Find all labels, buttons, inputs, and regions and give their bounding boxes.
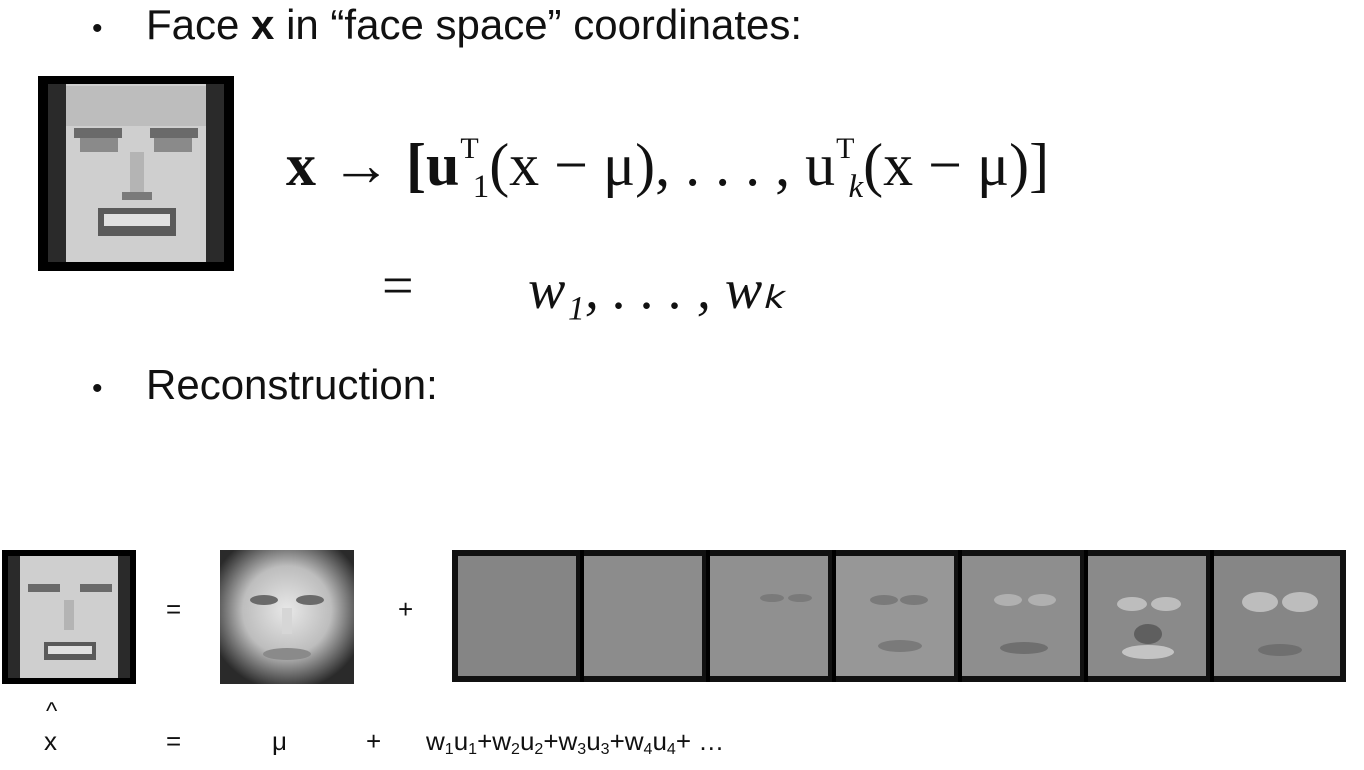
formula-arrow: → (331, 132, 391, 198)
sum-u2: u (519, 726, 535, 756)
hat-symbol: ^ (46, 700, 57, 724)
eigenfaces-icon (452, 550, 1346, 682)
sum-w2: w (492, 726, 512, 756)
bullet-dot-1: • (92, 12, 103, 45)
sum-plus-1: + (477, 726, 493, 756)
sum-w1: w (426, 726, 445, 756)
sum-u3-sub: 3 (600, 741, 610, 758)
formula-x: x (286, 132, 316, 198)
image-equals-sign: = (166, 594, 182, 624)
bottom-mu-char: μ (272, 726, 287, 756)
bullet-2-text: Reconstruction: (146, 364, 438, 406)
sum-u2-sub: 2 (534, 741, 544, 758)
bullet-1-suffix: in “face space” coordinates: (286, 1, 803, 48)
formula-rhs-text: w₁, . . . , wₖ (528, 259, 787, 321)
bottom-x-char: x (44, 726, 57, 756)
formula-mid-2: (x − μ)] (863, 132, 1050, 198)
sum-w4: w (624, 726, 644, 756)
bottom-x: x (44, 728, 57, 754)
formula-eq-sign: = (382, 255, 414, 317)
face-image-reconstructed (2, 550, 136, 684)
sum-u3: u (586, 726, 601, 756)
eigenfaces-strip (452, 550, 1346, 682)
sum-w4-sub: 4 (643, 741, 653, 758)
formula-rhs: w₁, . . . , wₖ (528, 262, 786, 318)
formula-sub-1: 1 (472, 168, 490, 205)
sum-u1-sub: 1 (468, 741, 478, 758)
bottom-plus: + (366, 728, 381, 754)
formula-mid-1: (x − μ), . . . , u (489, 132, 836, 198)
bottom-mu: μ (272, 728, 287, 754)
sum-w3: w (558, 726, 578, 756)
sum-w2-sub: 2 (511, 741, 520, 758)
sum-u4-sub: 4 (666, 741, 676, 758)
sum-u1: u (453, 726, 469, 756)
sum-tail: + … (675, 726, 725, 756)
sum-u4: u (652, 726, 667, 756)
sum-w1-sub: 1 (444, 741, 454, 758)
bottom-eq: = (166, 728, 181, 754)
face-image-input (38, 76, 234, 271)
bullet-1-prefix: Face (146, 1, 240, 48)
face-image-mean (220, 550, 354, 684)
formula-sup-1: T (460, 132, 479, 165)
bottom-plus-char: + (366, 726, 382, 756)
formula-sup-k: T (836, 132, 855, 165)
sum-w3-sub: 3 (577, 741, 587, 758)
bullet-1-var: x (251, 1, 275, 48)
bullet-1-text: Face x in “face space” coordinates: (146, 4, 802, 46)
face-small-icon (2, 550, 136, 684)
formula-open: [u (406, 132, 460, 198)
image-plus: + (398, 596, 413, 622)
sum-plus-3: + (609, 726, 625, 756)
formula-eq-2: = (382, 258, 414, 314)
image-equals: = (166, 596, 181, 622)
formula-line-1: x → [uT1(x − μ), . . . , uTk(x − μ)] (286, 134, 1049, 204)
image-plus-sign: + (398, 594, 414, 624)
sum-plus-2: + (543, 726, 559, 756)
bullet-2-label: Reconstruction: (146, 361, 438, 408)
hat-char: ^ (46, 698, 58, 725)
bullet-dot-2: • (92, 372, 103, 405)
bottom-sum: w1u1+w2u2+w3u3+w4u4+ … (426, 728, 724, 758)
mean-face-icon (220, 550, 354, 684)
bottom-eq-char: = (166, 726, 182, 756)
face-photo-icon (38, 76, 234, 271)
formula-sub-k: k (848, 168, 864, 205)
